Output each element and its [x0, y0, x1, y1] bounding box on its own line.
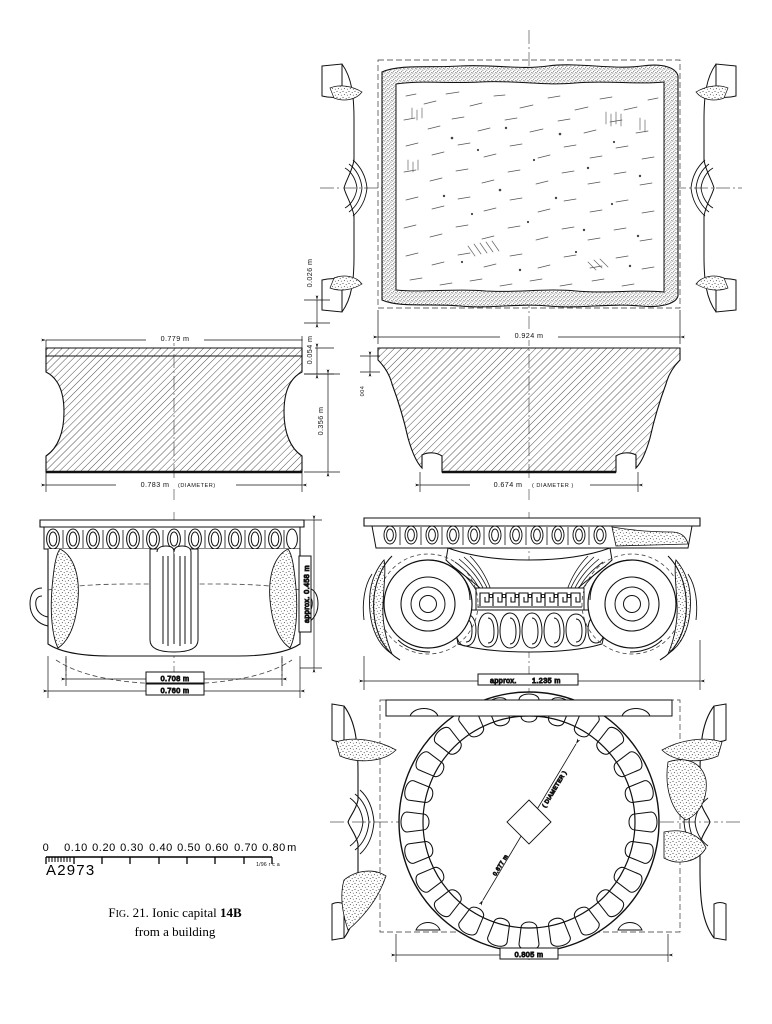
caption-fig-mid: . 21. Ionic capital: [126, 905, 220, 920]
abacus-cyma-front: [371, 525, 693, 549]
dim-label-left-diameter: 0.783 m: [141, 480, 170, 489]
dim-label-front-width: 1.235 m: [532, 676, 561, 685]
scale-tick-8: 0.80: [262, 842, 286, 854]
dim-diagonal-0677: [478, 738, 581, 906]
echinus-profile-section: [377, 347, 681, 473]
scale-tick-4: 0.40: [149, 842, 173, 854]
damage-patch-side-left: [50, 548, 79, 649]
dim-label-small-fillet: 004: [360, 386, 366, 397]
bottom-plan-bottom-band: [415, 922, 643, 931]
dim-label-side-outer-width: 0.760 m: [161, 686, 190, 695]
figure-caption: FIG. 21. Ionic capital 14B from a buildi…: [108, 905, 242, 939]
tool-marks-texture: [403, 91, 659, 287]
dim-label-side-height: approx. 0.458 m: [302, 565, 311, 623]
scale-bar-major-ticks: [45, 857, 273, 864]
greek-key-pattern: [478, 592, 582, 608]
damage-patch-abacus-front: [611, 526, 689, 547]
bolster-left-top: [321, 63, 368, 313]
scale-tick-6: 0.60: [205, 842, 229, 854]
dim-label-right-diameter: 0.674 m: [494, 480, 523, 489]
view-front-elevation: approx. 1.235 m: [359, 512, 705, 690]
abacus-slab-side: [39, 519, 305, 528]
bolster-left-bottom: [331, 703, 397, 941]
canalis-front: [445, 547, 613, 591]
construction-outline-top: [377, 59, 681, 309]
dim-label-right-diameter-note: ( DIAMETER ): [532, 483, 574, 489]
caption-line-2: from a building: [135, 924, 216, 939]
view-top-plan: [320, 30, 742, 330]
scale-tick-3: 0.30: [120, 842, 144, 854]
echinus-body-section: [45, 355, 303, 473]
scale-unit-label: m: [287, 842, 297, 854]
caption-fig-smallcaps: IG: [116, 909, 127, 920]
baluster-flutes-side: [149, 545, 199, 653]
volute-left-front: [362, 553, 479, 661]
damage-patch-side-right: [269, 548, 298, 649]
dim-label-bottom-plan-width: 0.805 m: [515, 950, 544, 959]
dim-label-front-width-prefix: approx.: [490, 676, 517, 685]
dim-label-abacus-height: 0.026 m: [305, 259, 314, 288]
bottom-plan-top-band: [385, 699, 673, 717]
dim-label-fillet-height: 0.054 m: [305, 336, 314, 365]
view-left-section: 0.779 m 0.783 m (DIAMETER): [41, 332, 307, 500]
bolster-right-bottom: [661, 703, 727, 941]
abacus-top-face: [395, 81, 665, 293]
dim-label-side-inner-width: 0.708 m: [161, 674, 190, 683]
inventory-number: A2973: [46, 862, 95, 879]
view-left-side-elevation: 0.708 m 0.760 m approx. 0.458 m: [29, 512, 322, 698]
view-right-section: 0.924 m 0.674 m ( DIAMETER ): [373, 310, 685, 500]
abacus-slab-front: [363, 517, 701, 527]
dim-label-echinus-height: 0.356 m: [316, 407, 325, 436]
abacus-slab-section: [45, 347, 303, 357]
volute-right-front: [581, 553, 698, 661]
svg-text:FIG. 21. Ionic capital 14B: FIG. 21. Ionic capital 14B: [108, 905, 242, 920]
caption-fig-prefix: F: [108, 905, 115, 920]
scale-tick-1: 0.10: [64, 842, 88, 854]
view-bottom-plan: ( DIAMETER ) 0.677 m 0.805 m: [330, 690, 742, 962]
scale-tick-7: 0.70: [234, 842, 258, 854]
egg-and-dart-front: [383, 525, 689, 547]
scale-tick-0: 0: [43, 842, 50, 854]
vertical-dimension-ladder: [304, 295, 380, 477]
echinus-eggs-front: [455, 612, 605, 649]
scale-bar: 0 0.10 0.20 0.30 0.40 0.50 0.60 0.70 0.8…: [43, 842, 297, 868]
caption-fig-bold: 14B: [220, 905, 242, 920]
draughtsman-credit: 1/96 r c a: [256, 862, 280, 868]
dim-label-left-width: 0.779 m: [161, 334, 190, 343]
dim-label-top-plan-width: 0.924 m: [515, 331, 544, 340]
bolster-right-top: [690, 63, 737, 313]
scale-bar-minor-ticks: [48, 857, 71, 862]
scale-tick-2: 0.20: [92, 842, 116, 854]
dim-label-left-diameter-note: (DIAMETER): [178, 483, 216, 489]
scale-tick-5: 0.50: [177, 842, 201, 854]
dim-0458: [300, 515, 322, 673]
